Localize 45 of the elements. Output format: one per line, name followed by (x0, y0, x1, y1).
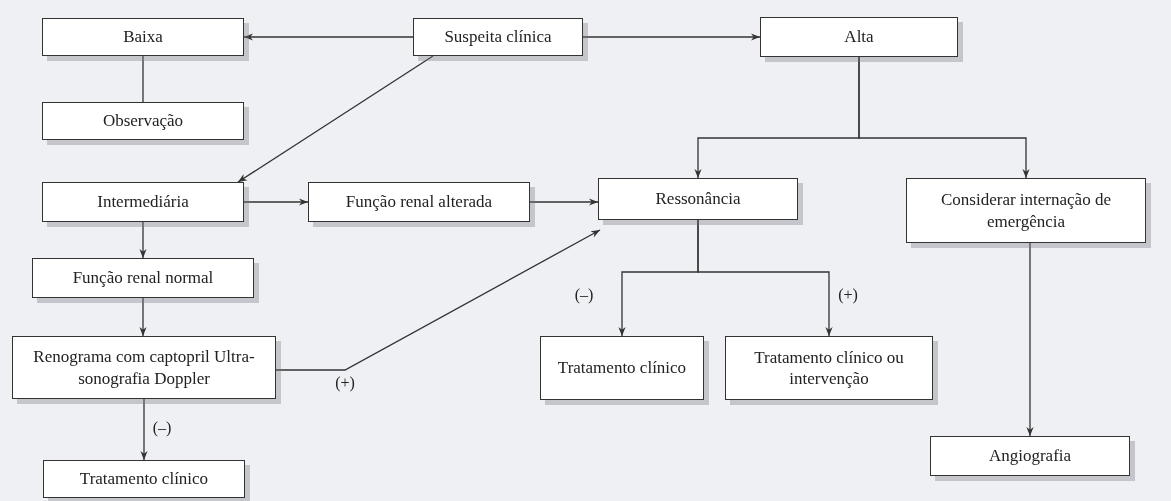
box-text: Suspeita clínica (444, 26, 552, 48)
box-text: Considerar internação de emergência (940, 189, 1112, 232)
process-box (598, 178, 798, 220)
edge-label: (–) (572, 286, 596, 304)
box-text: Observação (102, 110, 184, 132)
box-text: Intermediária (97, 191, 189, 213)
process-box (906, 178, 1146, 243)
box-text: Renograma com captopril Ultra-sonografia Doppler (32, 346, 256, 389)
box-text: Baixa (123, 26, 163, 48)
box-text: Função renal normal (72, 267, 214, 289)
process-box (42, 18, 244, 56)
box-text: Tratamento clínico ou intervenção (753, 346, 905, 390)
process-box (43, 460, 245, 498)
process-box (42, 102, 244, 140)
process-box (725, 336, 933, 400)
arrow (1026, 242, 1034, 437)
edge-label: (–) (150, 419, 174, 437)
arrow (275, 229, 601, 371)
arrow (858, 56, 1030, 179)
process-box (760, 17, 958, 57)
arrow (140, 398, 148, 461)
arrow (529, 198, 599, 206)
box-text: Tratamento clínico (557, 357, 687, 379)
arrow (139, 297, 147, 337)
arrow (139, 221, 147, 259)
process-box (12, 336, 276, 399)
edge-label: (+) (333, 374, 357, 392)
box-text: Tratamento clínico (79, 468, 209, 490)
box-text: Função renal alterada (345, 191, 493, 213)
arrow (237, 55, 434, 183)
box-text: Angiografia (988, 445, 1072, 467)
arrow (697, 219, 833, 337)
arrow (582, 33, 761, 41)
arrow (243, 33, 414, 41)
process-box (42, 182, 244, 222)
process-box (540, 336, 704, 400)
process-box (32, 258, 254, 298)
box-text: Alta (844, 26, 874, 48)
connector-line (142, 55, 144, 103)
edge-label: (+) (836, 286, 860, 304)
process-box (308, 182, 530, 222)
process-box (930, 436, 1130, 476)
process-box (413, 18, 583, 56)
box-text: Ressonância (655, 188, 741, 210)
arrow (243, 198, 309, 206)
